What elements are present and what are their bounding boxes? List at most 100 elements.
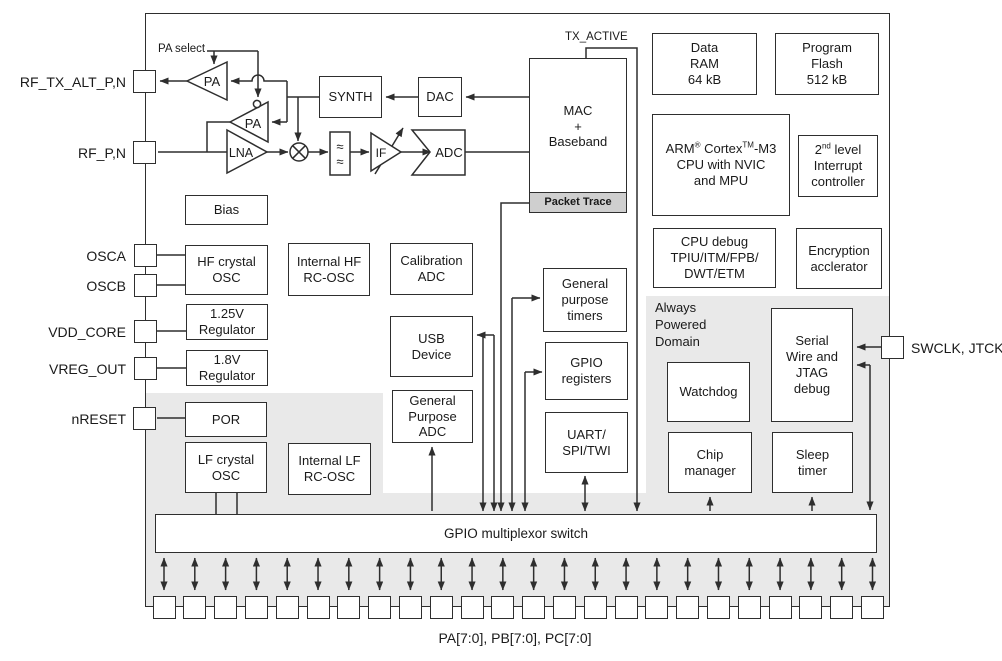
cpu-line2: CPU with NVIC — [676, 157, 766, 173]
gpio-pin-20 — [768, 596, 792, 619]
block-encryption-accelerator: Encryption acclerator — [796, 228, 882, 289]
block-hf-crystal-osc: HF crystal OSC — [185, 245, 268, 295]
gpio-pin-1 — [183, 596, 207, 619]
gpio-multiplexor-switch: GPIO multiplexor switch — [155, 514, 877, 553]
pa-top-label: PA — [204, 74, 221, 89]
label-rf-tx-alt: RF_TX_ALT_P,N — [19, 74, 126, 90]
gpio-pin-4 — [275, 596, 299, 619]
lna-label: LNA — [229, 146, 254, 160]
pa-bottom-label: PA — [245, 116, 262, 131]
block-uart-spi-twi: UART/ SPI/TWI — [545, 412, 628, 473]
mac-label: MAC + Baseband — [548, 102, 608, 150]
pin-vdd-core — [134, 320, 157, 343]
block-mac-baseband: MAC + Baseband Packet Trace — [529, 58, 627, 213]
gpio-pin-14 — [583, 596, 607, 619]
interrupt-line3: controller — [811, 173, 865, 189]
tx-active-label: TX_ACTIVE — [565, 31, 628, 43]
gpio-pin-23 — [861, 596, 884, 619]
block-data-ram: Data RAM 64 kB — [652, 33, 757, 95]
cpu-line1: ARM® CortexTM-M3 — [665, 140, 777, 157]
gpio-pin-9 — [429, 596, 453, 619]
always-powered-domain-label: Always Powered Domain — [655, 300, 707, 349]
pin-oscb — [134, 274, 157, 297]
packet-trace-strip: Packet Trace — [529, 192, 627, 213]
pin-rf-tx-alt — [133, 70, 156, 93]
block-general-purpose-timers: General purpose timers — [543, 268, 627, 332]
label-vdd-core: VDD_CORE — [48, 324, 126, 340]
rx-adc-label: ADC — [435, 145, 462, 160]
filter-glyph-1: ≈ — [336, 139, 343, 154]
pa-amp-top — [185, 60, 228, 102]
gpio-pin-11 — [491, 596, 515, 619]
label-rf: RF_P,N — [78, 145, 126, 161]
gpio-pin-10 — [460, 596, 484, 619]
block-program-flash: Program Flash 512 kB — [775, 33, 879, 95]
gpio-pin-16 — [645, 596, 669, 619]
block-lf-crystal-osc: LF crystal OSC — [185, 442, 267, 493]
gpio-pin-7 — [368, 596, 392, 619]
gpio-pin-22 — [830, 596, 854, 619]
block-1v8-regulator: 1.8V Regulator — [186, 350, 268, 386]
pa-select-label: PA select — [158, 43, 206, 55]
pa-select-inverter-bubble — [252, 99, 262, 109]
block-general-purpose-adc: General Purpose ADC — [392, 390, 473, 443]
interrupt-line1: 2nd level — [814, 141, 862, 158]
gpio-pin-17 — [676, 596, 700, 619]
block-watchdog: Watchdog — [667, 362, 750, 422]
gpio-pin-3 — [244, 596, 268, 619]
label-nreset: nRESET — [71, 411, 126, 427]
pin-nreset — [133, 407, 156, 430]
pin-osca — [134, 244, 157, 267]
digital-wires — [157, 47, 882, 515]
block-usb-device: USB Device — [390, 316, 473, 377]
if-label: IF — [376, 146, 387, 160]
analog-shapes: PA PA LNA ≈ ≈ IF ADC — [185, 60, 466, 176]
if-amp — [370, 131, 403, 173]
gpio-pin-19 — [737, 596, 761, 619]
block-1v25-regulator: 1.25V Regulator — [186, 304, 268, 340]
block-chip-manager: Chip manager — [668, 432, 752, 493]
block-calibration-adc: Calibration ADC — [390, 243, 473, 295]
block-cpu-debug: CPU debug TPIU/ITM/FPB/ DWT/ETM — [653, 228, 776, 288]
block-dac: DAC — [418, 77, 462, 117]
block-por: POR — [185, 402, 267, 437]
chip-boundary — [145, 13, 890, 607]
filter-glyph-2: ≈ — [336, 154, 343, 169]
lna-amp — [226, 128, 269, 175]
block-internal-lf-rc-osc: Internal LF RC-OSC — [288, 443, 371, 495]
pa-amp-bottom — [228, 100, 269, 144]
gpio-pin-6 — [337, 596, 361, 619]
gpio-pin-0 — [152, 596, 176, 619]
channel-filter — [329, 131, 351, 176]
pin-swclk-jtck — [881, 336, 904, 359]
block-internal-hf-rc-osc: Internal HF RC-OSC — [288, 243, 370, 296]
cpu-line3: and MPU — [693, 172, 749, 188]
label-osca: OSCA — [86, 248, 126, 264]
gpio-pin-18 — [706, 596, 730, 619]
block-arm-cortex-m3-cpu: ARM® CortexTM-M3 CPU with NVIC and MPU — [652, 114, 790, 216]
interrupt-line2: Interrupt — [813, 158, 863, 174]
label-vreg-out: VREG_OUT — [48, 361, 126, 377]
block-gpio-registers: GPIO registers — [545, 342, 628, 400]
label-swclk-jtck: SWCLK, JTCK — [911, 340, 1002, 356]
block-serial-wire-jtag-debug: Serial Wire and JTAG debug — [771, 308, 853, 422]
packet-trace-label: Packet Trace — [544, 195, 612, 208]
block-sleep-timer: Sleep timer — [772, 432, 853, 493]
port-pins-label: PA[7:0], PB[7:0], PC[7:0] — [438, 630, 592, 646]
block-bias: Bias — [185, 195, 268, 225]
block-synth: SYNTH — [319, 76, 382, 118]
pin-rf — [133, 141, 156, 164]
gpio-pin-21 — [799, 596, 823, 619]
gpio-pin-13 — [552, 596, 576, 619]
gpio-pin-15 — [614, 596, 638, 619]
rx-adc — [410, 129, 466, 176]
pin-vreg-out — [134, 357, 157, 380]
gpio-pin-8 — [398, 596, 422, 619]
block-2nd-level-interrupt-controller: 2nd level Interrupt controller — [798, 135, 878, 197]
label-oscb: OSCB — [86, 278, 126, 294]
gpio-pin-12 — [522, 596, 546, 619]
gpio-mux-label: GPIO multiplexor switch — [443, 526, 589, 541]
gpio-pin-2 — [214, 596, 238, 619]
